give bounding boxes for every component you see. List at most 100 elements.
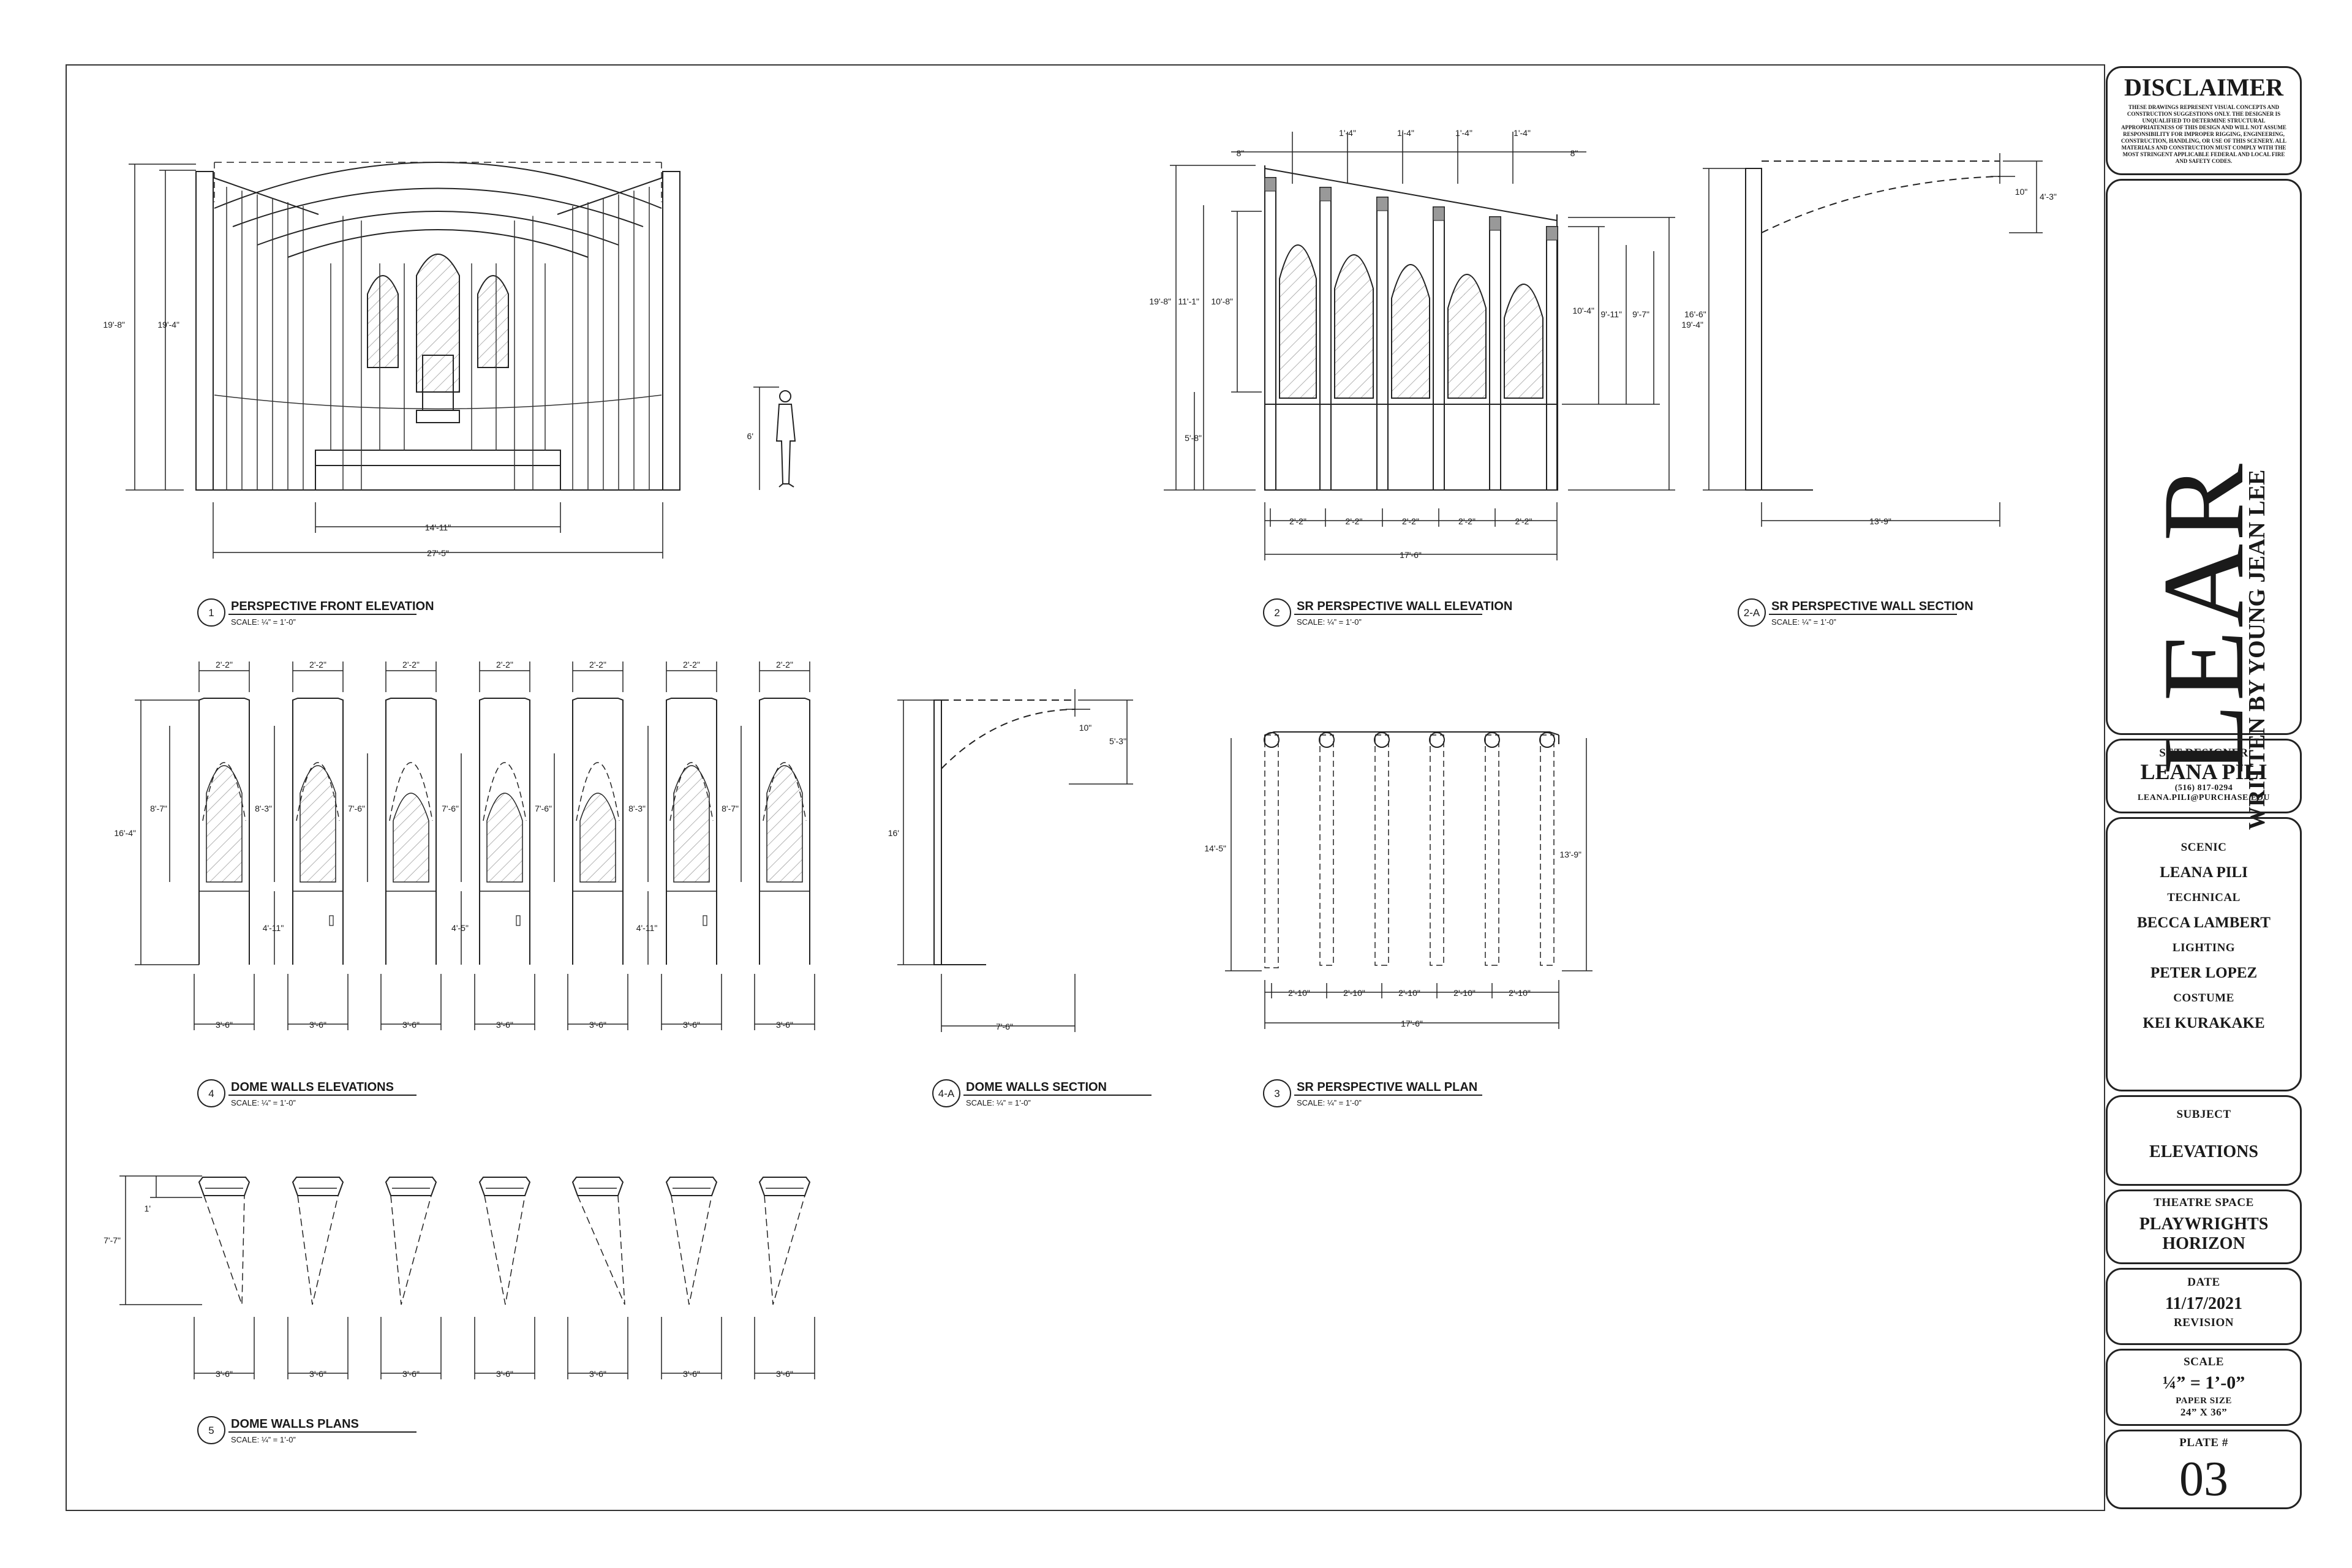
dim-dome-plan-width: 3'-6"	[309, 1369, 326, 1379]
dim-plan-right-depth: 13'-9"	[1559, 850, 1581, 859]
dim-front-height-overall: 19'-8"	[103, 320, 125, 330]
dim-dome-section-height: 16'	[888, 828, 899, 838]
scale-value: ¼” = 1’-0”	[2162, 1373, 2245, 1393]
dim-person-height: 6'	[747, 431, 753, 441]
credit-role-lighting: LIGHTING	[2172, 941, 2236, 954]
dome-walls-dimensions	[135, 699, 199, 965]
dim-section-depth: 13'-9"	[1869, 516, 1891, 526]
revision-label: REVISION	[2174, 1316, 2234, 1329]
drawing-number: 2	[1274, 607, 1280, 619]
dome-walls-elevations-title: 4 DOME WALLS ELEVATIONS SCALE: ¼” = 1’-0”	[197, 1079, 417, 1107]
drawing-scale: SCALE: ¼” = 1’-0”	[1297, 617, 1362, 627]
dim-front-opening-width: 14'-11"	[425, 522, 451, 532]
date-label: DATE	[2187, 1276, 2220, 1289]
dim-dome-top-width: 2'-2"	[589, 660, 606, 669]
dim-dome-plan-width: 3'-6"	[216, 1369, 233, 1379]
dim-section-rise: 4'-3"	[2040, 192, 2057, 202]
dim-sr-left-3: 10'-8"	[1211, 296, 1233, 306]
set-designer-label: SET DESIGNER	[2159, 747, 2248, 760]
dim-sr-bay-width: 2'-2"	[1515, 516, 1532, 526]
dim-plan-gap-width: 2'-10"	[1288, 988, 1310, 998]
sr-wall-plan-drawing	[1264, 731, 1559, 744]
dim-dome-bottom-width: 3'-6"	[683, 1020, 700, 1030]
dim-dome-lower-height: 4'-5"	[451, 923, 469, 933]
plate-label: PLATE #	[2179, 1436, 2228, 1449]
drawing-scale: SCALE: ¼” = 1’-0”	[231, 1098, 296, 1107]
scale-label: SCALE	[2184, 1355, 2224, 1368]
set-designer-phone: (516) 817-0294	[2174, 783, 2233, 793]
sr-wall-arch-panels	[1264, 177, 1558, 491]
dim-sr-total-width: 17'-6"	[1400, 550, 1422, 560]
date-block: DATE 11/17/2021 REVISION	[2106, 1268, 2302, 1345]
sr-wall-section-dimensions	[1703, 153, 2043, 527]
dim-dome-plan-width: 3'-6"	[589, 1369, 606, 1379]
dim-dome-bottom-width: 3'-6"	[496, 1020, 513, 1030]
dim-sr-bay-width: 2'-2"	[1289, 516, 1306, 526]
dim-dome-top-width: 2'-2"	[776, 660, 793, 669]
dim-dome-top-width: 2'-2"	[309, 660, 326, 669]
credit-name-costume: KEI KURAKAKE	[2143, 1015, 2265, 1031]
dim-sr-top-4: 1'-4"	[1455, 128, 1472, 138]
dim-dome-bottom-width: 3'-6"	[402, 1020, 420, 1030]
dim-sr-bay-width: 2'-2"	[1346, 516, 1363, 526]
dome-wall-plans: 3'-6"3'-6"3'-6"3'-6"3'-6"3'-6"3'-6"	[194, 1177, 815, 1379]
front-elevation-studs	[214, 187, 662, 490]
dim-plan-gap-width: 2'-10"	[1509, 988, 1531, 998]
drawing-scale: SCALE: ¼” = 1’-0”	[966, 1098, 1031, 1107]
drawing-number: 4	[208, 1088, 214, 1099]
drawing-number: 1	[208, 607, 214, 619]
dim-dome-arch-height: 8'-7"	[722, 804, 739, 813]
drawing-title: DOME WALLS ELEVATIONS	[231, 1080, 394, 1094]
credit-role-scenic: SCENIC	[2180, 841, 2227, 854]
drawing-number: 5	[208, 1425, 214, 1436]
perspective-front-elevation-drawing	[195, 162, 680, 491]
show-title-block: LEAR WRITTEN BY YOUNG JEAN LEE	[2106, 179, 2302, 830]
subject-value: ELEVATIONS	[2149, 1142, 2258, 1161]
credit-role-costume: COSTUME	[2173, 992, 2234, 1005]
dim-sr-top-3: 1'-4"	[1397, 128, 1414, 138]
drawing-title: SR PERSPECTIVE WALL ELEVATION	[1297, 600, 1512, 613]
dim-sr-right-2: 9'-11"	[1600, 309, 1622, 319]
dim-dome-top-width: 2'-2"	[402, 660, 420, 669]
dim-front-total-width: 27'-5"	[427, 548, 449, 558]
drawing-title: SR PERSPECTIVE WALL PLAN	[1297, 1080, 1477, 1094]
dim-plan-overall-depth: 7'-7"	[104, 1235, 121, 1245]
dim-dome-arch-height: 8'-3"	[255, 804, 272, 813]
credit-name-technical: BECCA LAMBERT	[2137, 914, 2271, 931]
paper-size-value: 24” X 36”	[2180, 1406, 2228, 1418]
dim-dome-bottom-width: 3'-6"	[309, 1020, 326, 1030]
dim-sr-left-4: 5'-8"	[1185, 433, 1202, 443]
dim-sr-left-2: 11'-1"	[1178, 296, 1199, 306]
dim-section-height: 19'-4"	[1681, 320, 1703, 330]
drawing-scale: SCALE: ¼” = 1’-0”	[1771, 617, 1836, 627]
drawing-number: 4-A	[938, 1088, 955, 1099]
dim-dome-top-width: 2'-2"	[216, 660, 233, 669]
sr-wall-section-drawing	[1745, 160, 2000, 491]
dim-plan-total-width: 17'-6"	[1401, 1019, 1423, 1028]
credits-block: SCENIC LEANA PILI TECHNICAL BECCA LAMBER…	[2106, 817, 2302, 1091]
dome-wall-panels: 2'-2" 3'-6" 8'-7" 2'-2" 3'-6" 8'-3" 2'-2" 3'-6"…	[150, 660, 815, 1030]
dim-plan-left-depth: 14'-5"	[1204, 843, 1226, 853]
drawing-number: 2-A	[1744, 607, 1760, 619]
drawing-scale: SCALE: ¼” = 1’-0”	[231, 1435, 296, 1444]
theatre-line1: PLAYWRIGHTS	[2139, 1215, 2269, 1234]
dim-dome-section-rise: 5'-3"	[1109, 736, 1126, 746]
dim-plan-header-depth: 1'	[145, 1204, 151, 1213]
dim-sr-top-5: 1'-4"	[1513, 128, 1531, 138]
dim-dome-lower-height: 4'-11"	[263, 923, 284, 933]
sheet-border	[66, 64, 2105, 1511]
dim-plan-gap-width: 2'-10"	[1398, 988, 1420, 998]
dim-sr-bay-width: 2'-2"	[1458, 516, 1476, 526]
plate-block: PLATE # 03	[2106, 1430, 2302, 1509]
disclaimer-block: DISCLAIMER THESE DRAWINGS REPRESENT VISU…	[2106, 66, 2302, 175]
dim-sr-right-1: 10'-4"	[1572, 306, 1594, 315]
dim-sr-right-3: 9'-7"	[1632, 309, 1649, 319]
dim-dome-arch-height: 7'-6"	[442, 804, 459, 813]
sr-wall-plan-posts	[1264, 732, 1555, 968]
dome-section-dimensions	[897, 689, 1133, 1032]
dim-plan-gap-width: 2'-10"	[1453, 988, 1476, 998]
set-designer-email: LEANA.PILI@PURCHASE.EDU	[2138, 793, 2270, 802]
